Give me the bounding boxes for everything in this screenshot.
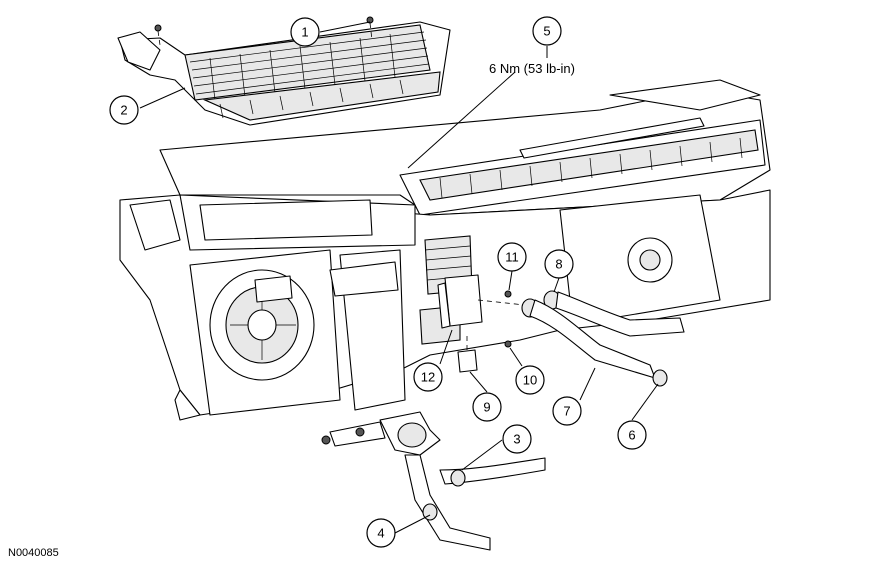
callout-10: 10 (515, 365, 545, 395)
leader-lines (139, 21, 659, 534)
callout-6: 6 (617, 420, 647, 450)
callout-11: 11 (497, 242, 527, 272)
callout-number: 4 (377, 526, 384, 541)
lower-heater-hose (404, 454, 546, 551)
callout-number: 10 (523, 373, 537, 388)
callout-12: 12 (413, 362, 443, 392)
callout-1: 1 (290, 17, 320, 47)
electrical-connector (457, 332, 478, 373)
hose-clamp-6 (652, 369, 668, 387)
callout-8: 8 (544, 249, 574, 279)
blower-motor-housing (189, 249, 341, 416)
cowl-grille-panel (117, 21, 451, 126)
screw (504, 290, 512, 348)
callout-number: 12 (421, 370, 435, 385)
control-module (437, 274, 526, 329)
callout-number: 8 (555, 257, 562, 272)
figure-id: N0040085 (8, 547, 59, 559)
callout-number: 7 (563, 404, 570, 419)
callout-number: 9 (483, 400, 490, 415)
callout-number: 11 (505, 250, 519, 265)
callout-number: 6 (628, 428, 635, 443)
callout-7: 7 (552, 396, 582, 426)
callout-3: 3 (502, 424, 532, 454)
coolant-valve (321, 411, 441, 456)
grille-screw (154, 16, 374, 46)
heater-core-bracket (329, 235, 473, 411)
callout-5: 5 (532, 16, 562, 46)
callout-4: 4 (366, 518, 396, 548)
callout-number: 2 (120, 103, 127, 118)
torque-spec-label: 6 Nm (53 lb-in) (489, 61, 575, 76)
callout-9: 9 (472, 392, 502, 422)
callout-2: 2 (109, 95, 139, 125)
callout-number: 1 (301, 25, 308, 40)
callout-number: 3 (513, 432, 520, 447)
cowl-top-and-wiper (159, 79, 771, 216)
callout-number: 5 (543, 24, 550, 39)
